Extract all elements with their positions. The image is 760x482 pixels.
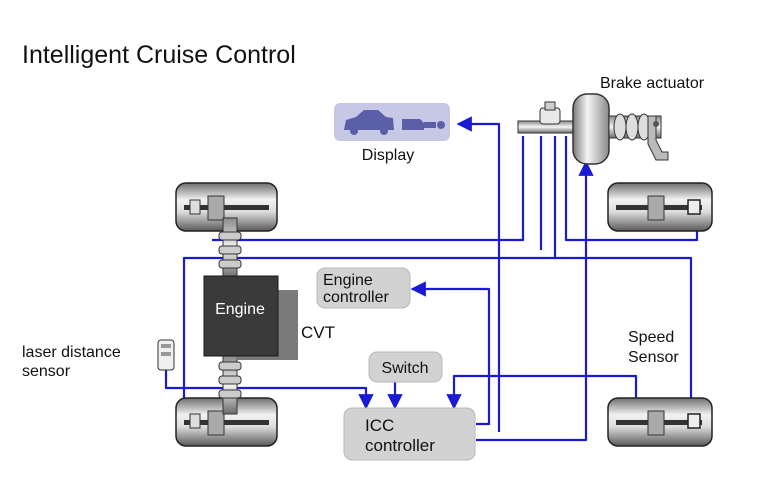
brake-actuator bbox=[517, 93, 669, 165]
engine-controller-label-line1: Engine bbox=[323, 272, 373, 289]
speed-sensor-label-line2: Sensor bbox=[628, 349, 679, 366]
wire-to-display bbox=[456, 116, 501, 432]
wire-rear-right-wheel bbox=[555, 256, 693, 412]
engine-controller-box bbox=[316, 267, 411, 309]
display-label: Display bbox=[362, 147, 414, 164]
wire-rear-left-wheel bbox=[182, 136, 557, 412]
speed-sensor-label-line1: Speed bbox=[628, 329, 674, 346]
drive-shaft bbox=[218, 217, 242, 415]
laser-sensor-icon bbox=[157, 339, 175, 371]
signal-wires bbox=[164, 116, 699, 442]
wheel-front-right bbox=[607, 182, 713, 232]
diagram-title: Intelligent Cruise Control bbox=[22, 41, 296, 69]
cvt-label: CVT bbox=[301, 323, 335, 342]
wire-speed-to-icc bbox=[446, 374, 638, 410]
distance-bar-icon bbox=[402, 119, 424, 130]
laser-sensor-label-line2: sensor bbox=[22, 363, 71, 380]
car-icon bbox=[344, 110, 394, 130]
brake-actuator-label: Brake actuator bbox=[600, 75, 705, 92]
engine-controller-label-line2: controller bbox=[323, 289, 389, 306]
engine-label: Engine bbox=[215, 301, 265, 318]
wheel-rear-right bbox=[607, 397, 713, 447]
engine-block bbox=[203, 275, 279, 357]
wire-laser-to-icc bbox=[164, 370, 374, 410]
wheel-rear-left bbox=[175, 397, 278, 447]
wire-icc-to-engine-controller bbox=[410, 281, 491, 426]
icc-controller-label-line1: ICC bbox=[365, 416, 394, 435]
icc-controller-label-line2: controller bbox=[365, 436, 435, 455]
laser-sensor-label-line1: laser distance bbox=[22, 344, 121, 361]
switch-box bbox=[368, 351, 443, 383]
switch-label: Switch bbox=[381, 360, 428, 377]
wire-front-left-wheel bbox=[212, 136, 525, 242]
icc-controller-box bbox=[343, 407, 476, 461]
wire-icc-to-actuator bbox=[476, 160, 594, 442]
display-unit bbox=[334, 103, 450, 141]
